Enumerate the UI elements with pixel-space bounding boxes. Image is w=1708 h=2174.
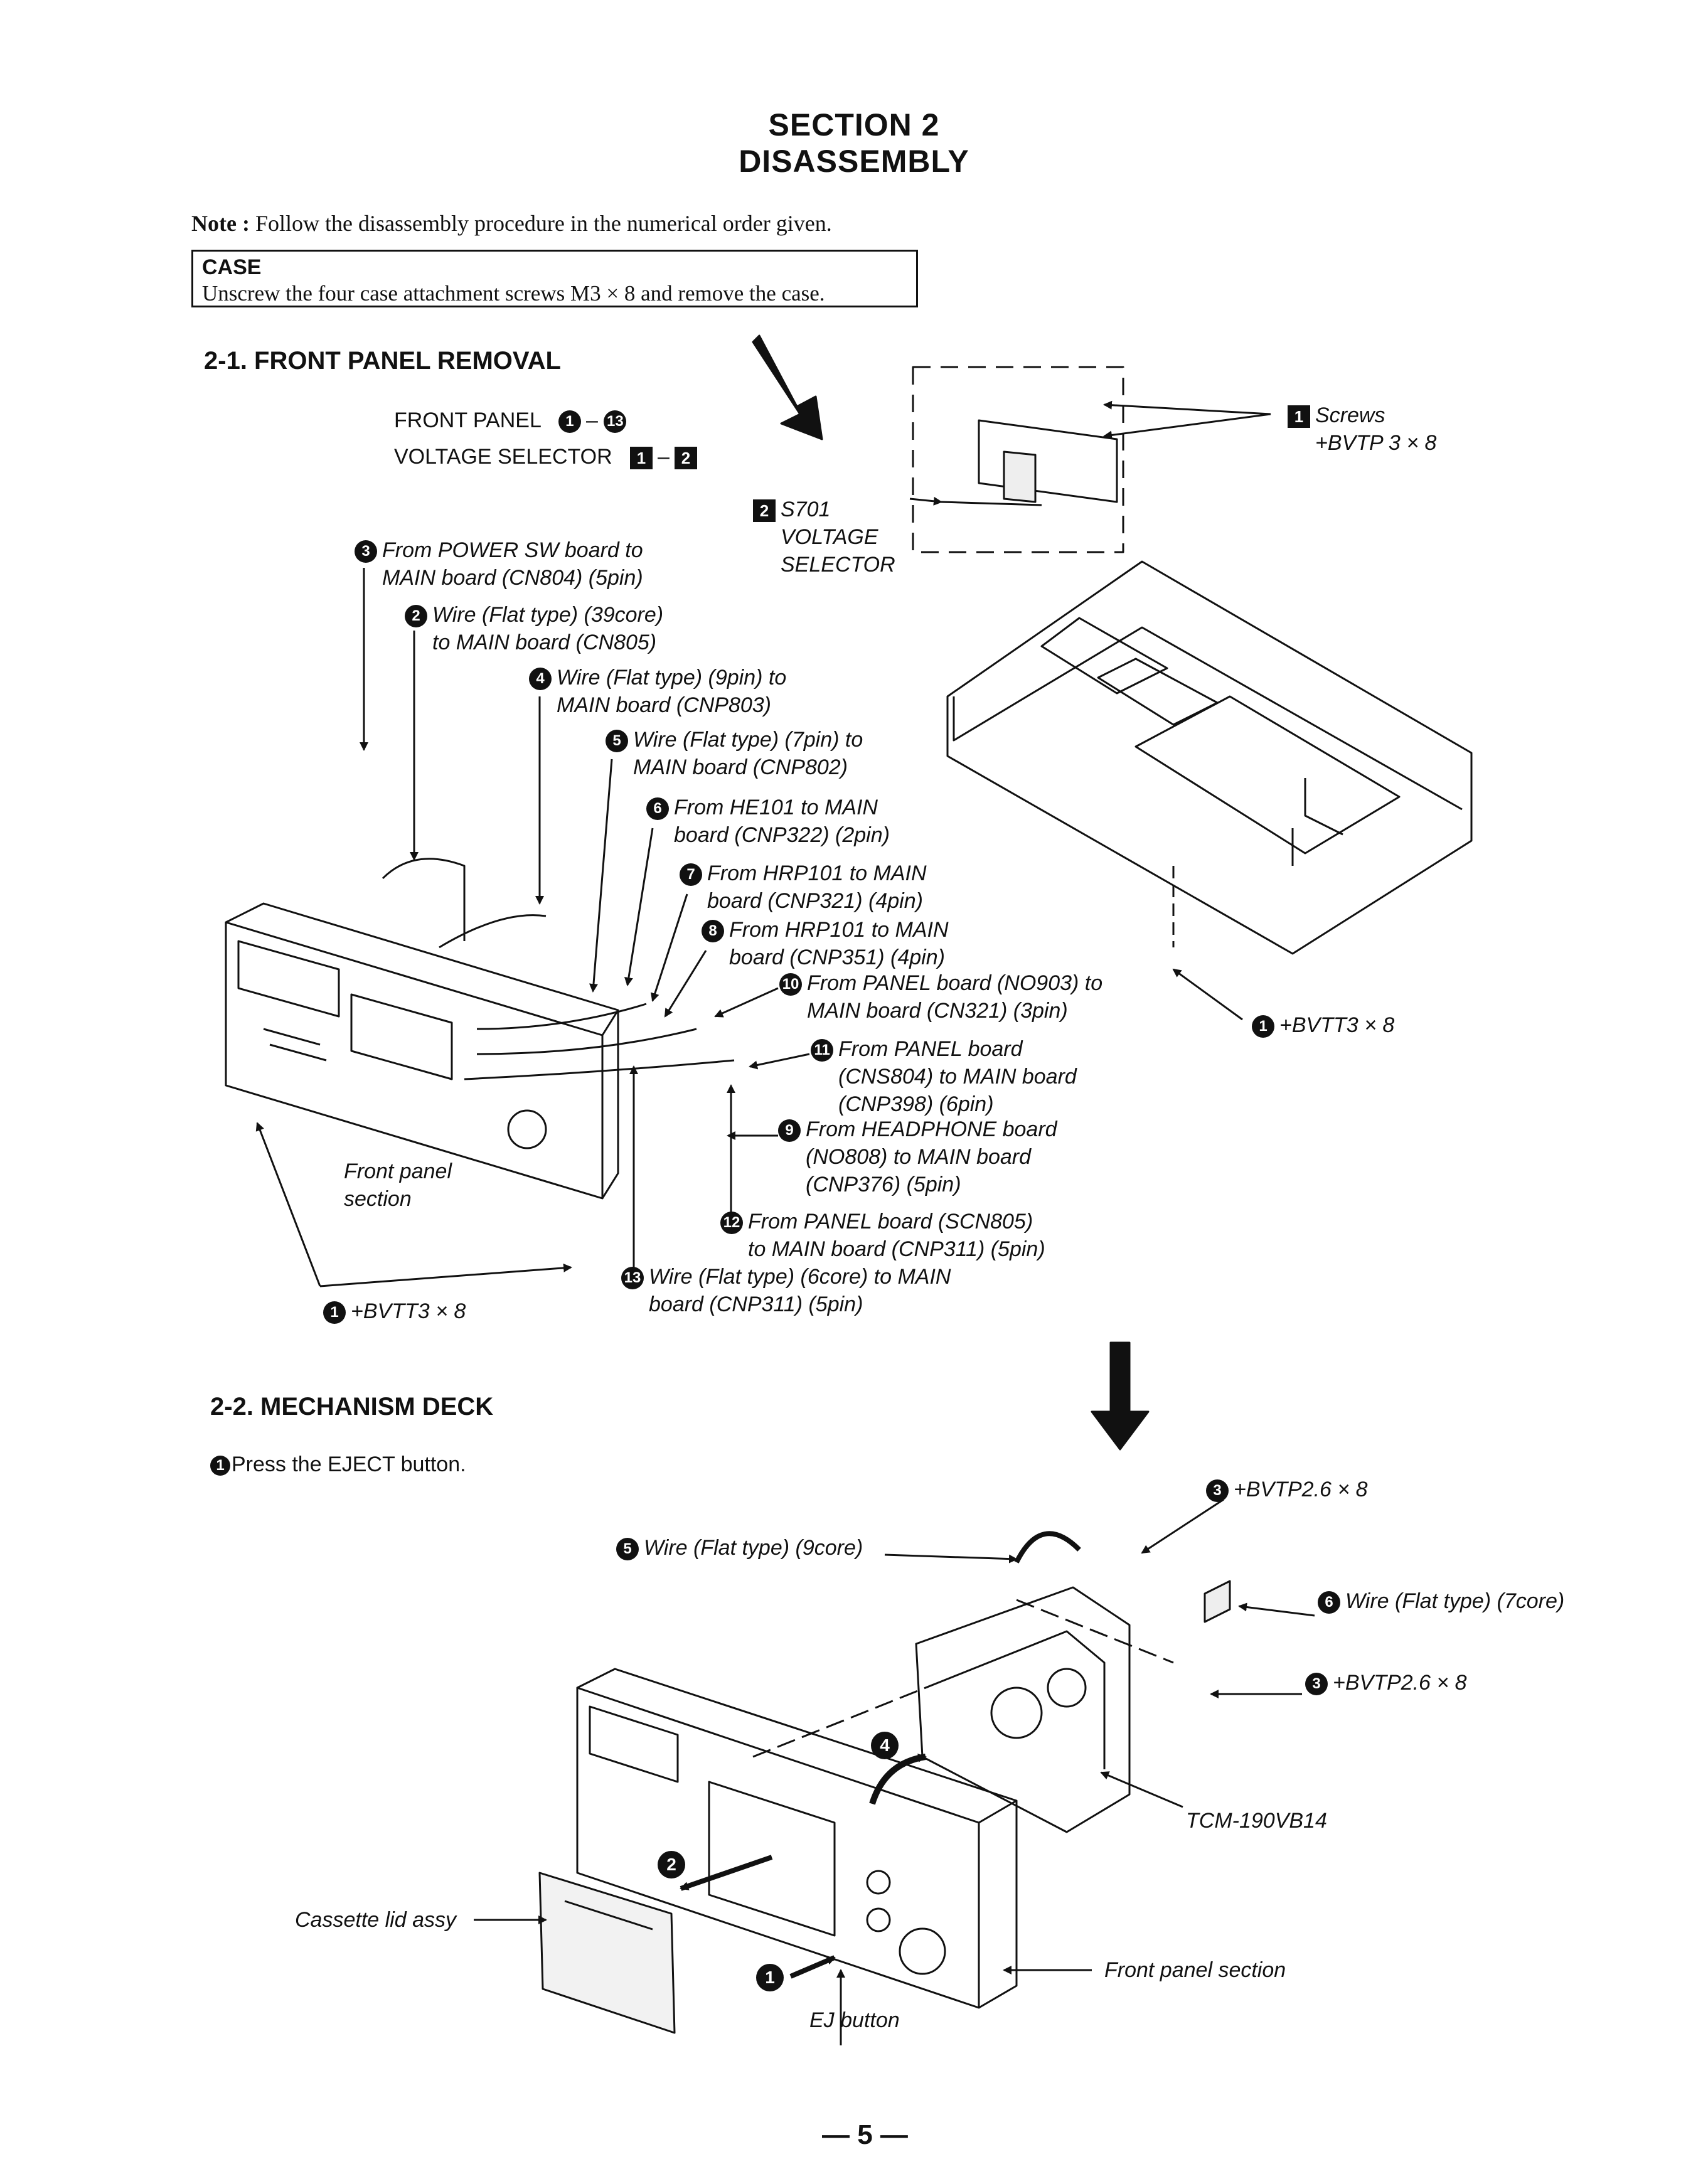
front-panel-steps: FRONT PANEL 1– 13 (394, 407, 631, 434)
bvtp-top-callout: 3+BVTP2.6 × 8 (1206, 1476, 1368, 1503)
section-heading-mechanism-deck: 2-2. MECHANISM DECK (210, 1393, 494, 1420)
front-panel-section-label: Front panel section (344, 1159, 452, 1211)
voltage-selector-steps: VOLTAGE SELECTOR 1–2 (394, 443, 702, 471)
front-panel-section-label-2: Front panel section (1104, 1958, 1286, 1982)
note-text: Follow the disassembly procedure in the … (255, 211, 832, 236)
big-arrow-down (1091, 1341, 1150, 1451)
note-line: Note : Follow the disassembly procedure … (191, 210, 832, 237)
cassette-lid-label: Cassette lid assy (295, 1908, 456, 1932)
big-arrow-top (752, 334, 823, 440)
ej-button-label: EJ button (809, 2008, 900, 2032)
page-number: — 5 — (822, 2119, 908, 2150)
front-panel-drawing (225, 921, 604, 1200)
step-1-marker: 1 (756, 1964, 789, 1991)
section-number: SECTION 2 (768, 107, 940, 142)
step-2-marker: 2 (658, 1851, 690, 1878)
step-marker: 1 (630, 447, 653, 470)
note-label: Note : (191, 211, 250, 236)
cassette-lid-drawing (538, 1872, 676, 2034)
chassis-outline (946, 560, 1473, 955)
step-marker: 13 (604, 410, 627, 434)
tcm-label: TCM-190VB14 (1186, 1809, 1327, 1833)
bvtt-right-callout: 1+BVTT3 × 8 (1252, 1011, 1394, 1039)
voltage-selector-detail-box (912, 366, 1124, 553)
case-heading: CASE (202, 255, 262, 279)
step-marker: 1 (558, 410, 581, 434)
step-marker: 2 (674, 447, 697, 470)
case-box: CASE Unscrew the four case attachment sc… (191, 250, 918, 307)
page-title: DISASSEMBLY (739, 144, 969, 179)
step-4-marker: 4 (871, 1732, 904, 1759)
bvtt-left-callout: 1+BVTT3 × 8 (323, 1297, 466, 1325)
bvtp-mid-callout: 3+BVTP2.6 × 8 (1305, 1669, 1467, 1697)
mechanism-deck-drawing (915, 1586, 1131, 1833)
case-text: Unscrew the four case attachment screws … (202, 281, 825, 306)
section-heading-front-panel: 2-1. FRONT PANEL REMOVAL (204, 347, 561, 375)
